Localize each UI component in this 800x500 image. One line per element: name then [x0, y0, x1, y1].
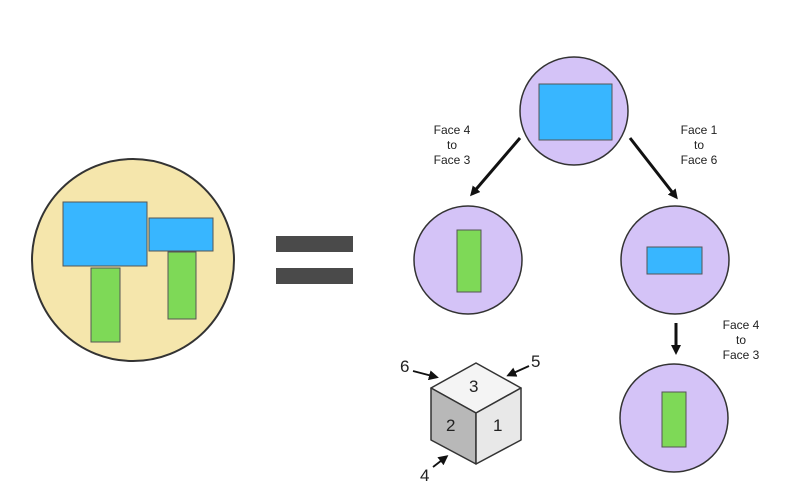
equals-bar-bottom — [276, 268, 353, 284]
cube-pointer-4-number: 4 — [420, 466, 430, 485]
view-top — [519, 56, 629, 166]
arrow-top-to-left — [470, 137, 522, 197]
view-left — [413, 205, 523, 315]
cube-pointer-6-number: 6 — [400, 357, 410, 376]
composite-view — [31, 158, 235, 362]
composite-green-left — [90, 267, 121, 343]
cube-pointer-6 — [412, 370, 439, 381]
label-left-branch: Face 4 to Face 3 — [433, 123, 471, 167]
view-left-green-rect — [456, 229, 482, 293]
cube-pointer-5 — [506, 365, 530, 377]
view-bottom-green-rect — [661, 391, 687, 448]
composite-blue-large — [62, 201, 148, 267]
cube-face-left-number: 2 — [446, 416, 456, 435]
arrow-top-to-right — [628, 137, 678, 200]
view-right-blue-rect — [646, 246, 703, 275]
reference-cube — [412, 362, 530, 468]
equals-sign — [276, 236, 353, 284]
view-top-blue-rect — [538, 83, 613, 141]
cube-face-top-number: 3 — [469, 377, 479, 396]
composite-blue-small — [148, 217, 214, 252]
cube-face-right — [475, 387, 522, 465]
view-bottom — [619, 363, 729, 473]
cube-pointer-5-number: 5 — [531, 352, 541, 371]
label-down-step: Face 4 to Face 3 — [722, 318, 760, 362]
label-right-branch: Face 1 to Face 6 — [680, 123, 718, 167]
view-right — [620, 205, 730, 315]
equals-bar-top — [276, 236, 353, 252]
composite-green-right — [167, 251, 197, 320]
cube-pointer-4 — [432, 455, 449, 468]
cube-face-right-number: 1 — [493, 416, 503, 435]
